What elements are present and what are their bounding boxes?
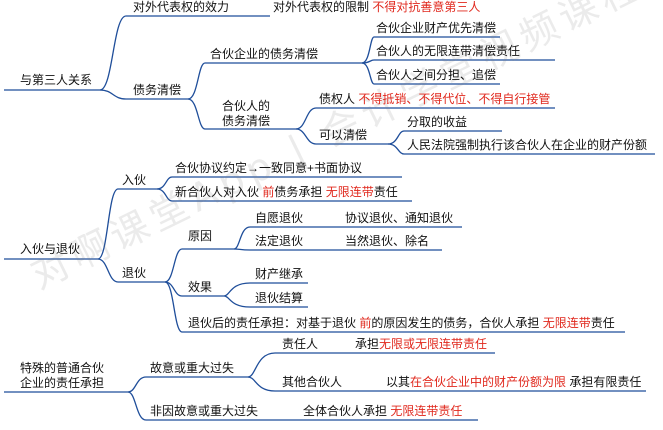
node-unlimited-joint-liability: 合伙人的无限连带清偿责任 [376, 44, 521, 58]
node-effect: 效果 [188, 280, 213, 294]
node-join-and-quit: 入伙与退伙 [20, 242, 81, 256]
node-property-inheritance: 财产继承 [255, 267, 304, 281]
node-repay-earnings: 分取的收益 [407, 115, 468, 129]
node-legal-quit: 法定退伙 [255, 234, 304, 248]
node-intent-or-gross-negligence: 故意或重大过失 [150, 361, 235, 375]
node-third-party-relation: 与第三人关系 [20, 73, 93, 87]
node-responsible-person: 责任人 [282, 337, 319, 351]
node-voluntary-quit-detail: 协议退伙、通知退伙 [345, 211, 454, 225]
node-partner-debt-line1: 合伙人的 [222, 99, 271, 113]
node-creditor: 债权人 不得抵销、不得代位、不得自行接管 [319, 92, 551, 106]
node-firm-assets-first: 合伙企业财产优先清偿 [376, 21, 497, 35]
node-special-partnership-line1: 特殊的普通合伙 [20, 361, 105, 375]
node-other-partners: 其他合伙人 [282, 375, 343, 389]
node-partner-debt-line2: 债务清偿 [222, 114, 271, 128]
node-partner-sharing: 合伙人之间分担、追偿 [376, 68, 497, 82]
node-other-partners-liability: 以其在合伙企业中的财产份额为限 承担有限责任 [386, 375, 642, 389]
node-responsible-liability: 承担无限或无限连带责任 [355, 337, 488, 351]
node-join: 入伙 [122, 173, 147, 187]
node-firm-debt-repayment: 合伙企业的债务清偿 [210, 47, 319, 61]
node-can-repay: 可以清偿 [319, 128, 368, 142]
node-debt-repayment: 债务清偿 [133, 83, 182, 97]
node-special-partnership-line2: 企业的责任承担 [20, 376, 105, 390]
node-reason: 原因 [188, 229, 213, 243]
node-join-agreement: 合伙协议约定→一致同意+书面协议 [175, 161, 363, 175]
node-repay-court-enforcement: 人民法院强制执行该合伙人在企业的财产份额 [407, 138, 648, 152]
node-post-quit-liability: 退伙后的责任承担：对基于退伙 前的原因发生的债务，合伙人承担 无限连带责任 [188, 316, 615, 330]
node-representation-effect: 对外代表权的效力 [133, 0, 230, 14]
node-representation-limit: 对外代表权的限制 不得对抗善意第三人 [273, 0, 481, 14]
node-new-partner-liability: 新合伙人对入伙 前债务承担 无限连带责任 [175, 185, 398, 199]
node-quit: 退伙 [122, 266, 147, 280]
node-voluntary-quit: 自愿退伙 [255, 211, 304, 225]
node-all-partners-liability: 全体合伙人承担 无限连带责任 [303, 404, 463, 418]
node-quit-settlement: 退伙结算 [255, 291, 304, 305]
node-legal-quit-detail: 当然退伙、除名 [345, 234, 430, 248]
node-non-intent: 非因故意或重大过失 [150, 404, 259, 418]
